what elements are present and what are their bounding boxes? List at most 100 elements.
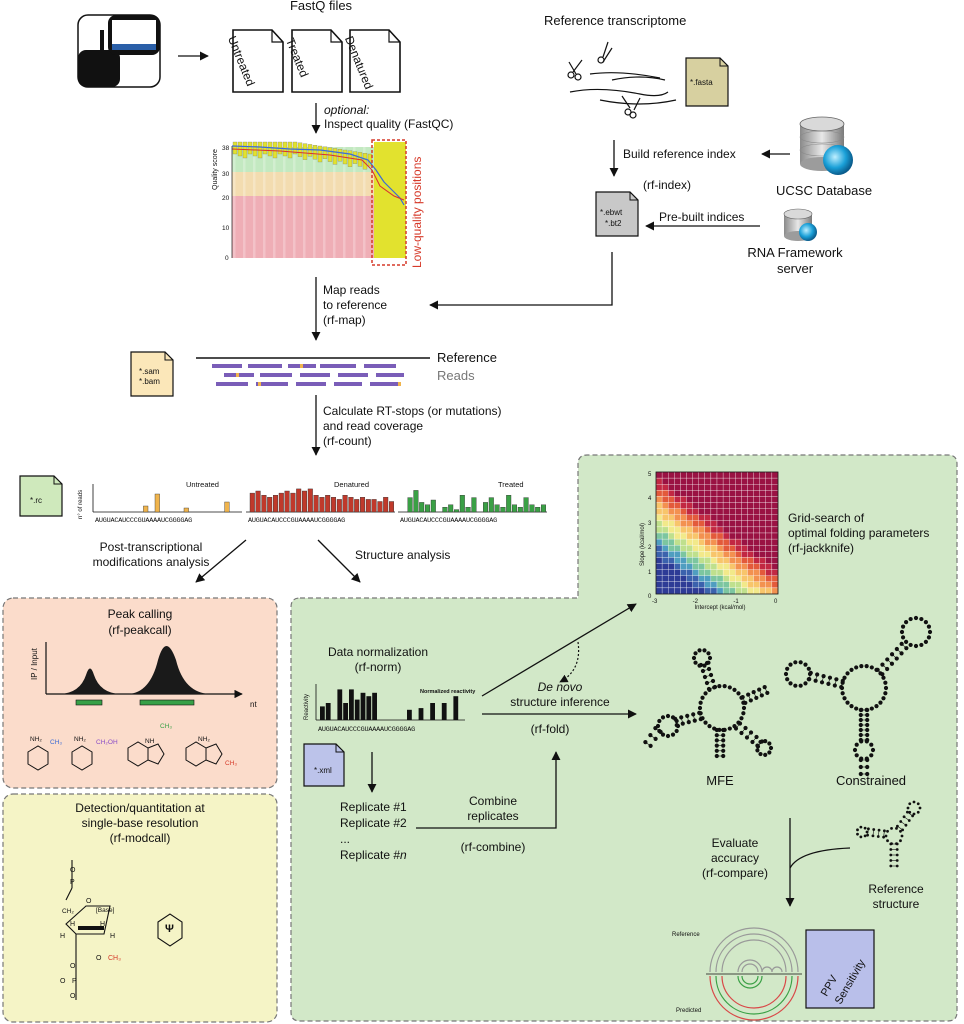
psi-symbol: Ψ (165, 923, 174, 935)
heatmap-cell (765, 502, 773, 509)
nucleotide (788, 662, 793, 667)
heatmap-cell (716, 587, 724, 595)
count-bar (454, 509, 460, 513)
nucleotide (665, 733, 671, 739)
heatmap-cell (680, 551, 687, 558)
heatmap-cell (686, 502, 693, 509)
heatmap-cell (704, 502, 712, 509)
base-pair (901, 643, 907, 649)
read (334, 382, 362, 386)
heatmap-cell (716, 520, 724, 528)
nucleotide (889, 848, 893, 851)
heatmap-cell (729, 471, 736, 479)
heatmap-cell (674, 520, 681, 528)
nucleotide (865, 757, 870, 763)
heatmap-cell (686, 557, 693, 564)
heatmap-cell (680, 496, 687, 503)
heatmap-cell (668, 532, 675, 540)
nucleotide (926, 635, 932, 640)
heatmap-cell (704, 581, 712, 589)
count-bar (407, 497, 413, 513)
replicate-n-italic: n (400, 848, 407, 862)
reads-label: Reads (437, 368, 475, 383)
heatmap-cell (704, 532, 712, 540)
read (256, 382, 288, 386)
nucleotide (859, 739, 864, 744)
nucleotide (665, 713, 671, 719)
xml-file (303, 743, 345, 787)
map-line2: to reference (323, 298, 388, 312)
heatmap-cell (655, 538, 663, 546)
heatmap-cell (680, 563, 687, 570)
sugar-p1: P (70, 879, 75, 886)
heatmap-cell (680, 538, 687, 546)
nucleotide (908, 616, 913, 622)
count-bar (183, 507, 189, 513)
nucleotide (842, 696, 847, 701)
base-pair (650, 734, 656, 740)
heatmap-cell (753, 526, 760, 534)
heatmap-cell (722, 569, 730, 576)
nucleotide (748, 698, 753, 703)
heatmap-cell (735, 471, 742, 479)
heatmap-ytick: 4 (648, 496, 652, 503)
count-bar (284, 490, 290, 513)
heatmap-cell (747, 520, 754, 528)
heatmap-cell (741, 575, 748, 582)
nucleotide (882, 835, 886, 839)
heatmap-cell (674, 490, 681, 497)
heatmap-cell (753, 575, 760, 582)
heatmap-cell (704, 557, 712, 564)
heatmap-cell (747, 490, 754, 497)
heatmap-cell (771, 551, 779, 558)
heatmap-cell (674, 545, 681, 552)
heatmap-cell (771, 545, 779, 552)
base-pair (655, 727, 661, 733)
heatmap-cell (668, 587, 675, 595)
untreated-chart-title: Untreated (186, 480, 219, 489)
heatmap-cell (686, 508, 693, 515)
heatmap-cell (704, 508, 712, 515)
heatmap-cell (729, 514, 736, 521)
server-label-1: RNA Framework (747, 245, 843, 260)
heatmap-cell (710, 587, 718, 595)
heatmap-xtick: -1 (733, 599, 739, 605)
nucleotide (889, 859, 893, 862)
heatmap-cell (674, 471, 681, 479)
heatmap-cell (668, 520, 675, 528)
scissors-icon (567, 41, 641, 119)
fastqc-stripe (273, 147, 276, 258)
heatmap-cell (741, 581, 748, 589)
heatmap-cell (704, 575, 712, 582)
heatmap-cell (747, 502, 754, 509)
quality-tick-10: 10 (222, 225, 230, 232)
heatmap-cell (753, 496, 760, 503)
nucleotide (759, 693, 764, 698)
structure-branch-label: Structure analysis (355, 548, 451, 562)
nucleotide (863, 826, 867, 830)
treated-sequence: AUGUACAUCCCGUAAAAUCGGGGAG (400, 517, 497, 525)
heatmap-cell (710, 484, 718, 491)
heatmap-cell (686, 575, 693, 582)
xml-label: *.xml (314, 766, 332, 775)
heatmap-cell (753, 551, 760, 558)
fastqc-box (232, 141, 238, 155)
nucleotide (864, 664, 869, 669)
heatmap-cell (710, 551, 718, 558)
read (370, 382, 400, 386)
heatmap-cell (710, 545, 718, 552)
sugar-ch2: CH₂ (62, 908, 74, 915)
heatmap-cell (735, 532, 742, 540)
fastqc-box (247, 141, 253, 155)
sugar-o5: O (70, 867, 76, 874)
fastq-file-denatured (349, 29, 401, 93)
constrained-label: Constrained (835, 773, 907, 788)
base-pair (702, 668, 710, 672)
nucleotide (899, 629, 905, 635)
nucleotide (899, 829, 902, 833)
norm-bar (320, 706, 325, 720)
replicate-dots: ... (340, 832, 351, 846)
nucleotide (881, 696, 886, 701)
heatmap-cell (655, 484, 663, 491)
heatmap-cell (686, 484, 693, 491)
